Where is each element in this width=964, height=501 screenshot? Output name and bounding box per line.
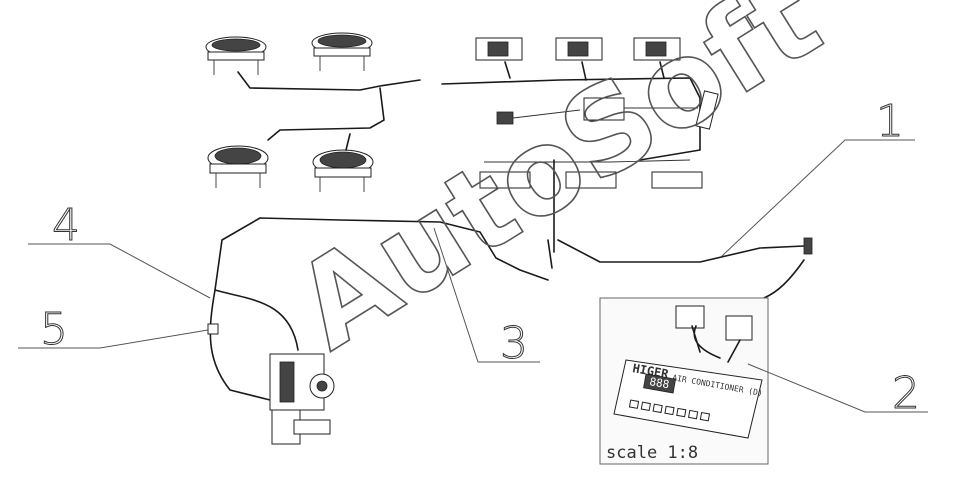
panel-buttons <box>628 399 711 422</box>
fan-unit-bottom-right <box>312 149 374 192</box>
blower-unit-2 <box>555 37 603 61</box>
callout-5: 5 <box>40 304 68 355</box>
fan-unit-top-left <box>205 36 267 75</box>
blower-lower-row <box>479 159 703 189</box>
scale-label: scale 1:8 <box>606 443 698 463</box>
main-harness-wire <box>209 159 805 401</box>
compressor <box>269 353 335 445</box>
blower-unit-3 <box>633 37 681 61</box>
blower-unit-1 <box>475 37 523 61</box>
relay-box <box>583 97 625 121</box>
panel-display: 888 <box>648 375 670 391</box>
leader-2 <box>747 363 928 413</box>
callout-4: 4 <box>52 200 80 251</box>
fan-unit-top-right <box>311 32 373 71</box>
fan-unit-bottom-left <box>207 145 269 188</box>
harness-branch-to-panel <box>763 259 805 299</box>
inline-connector <box>207 323 219 335</box>
fan-harness-wire <box>237 71 421 151</box>
callout-2: 2 <box>892 368 920 419</box>
control-panel-inset: HIGER AIR CONDITIONER (D) 888 scale 1:8 <box>599 297 769 465</box>
harness-end-connector <box>803 237 813 255</box>
callout-1: 1 <box>876 96 904 147</box>
leader-5 <box>18 329 209 349</box>
blower-harness-wire <box>441 61 701 161</box>
callout-3: 3 <box>500 318 528 369</box>
leader-3 <box>433 227 540 363</box>
leader-1 <box>721 139 915 257</box>
leader-4 <box>28 243 211 299</box>
right-connector-block <box>695 90 719 130</box>
